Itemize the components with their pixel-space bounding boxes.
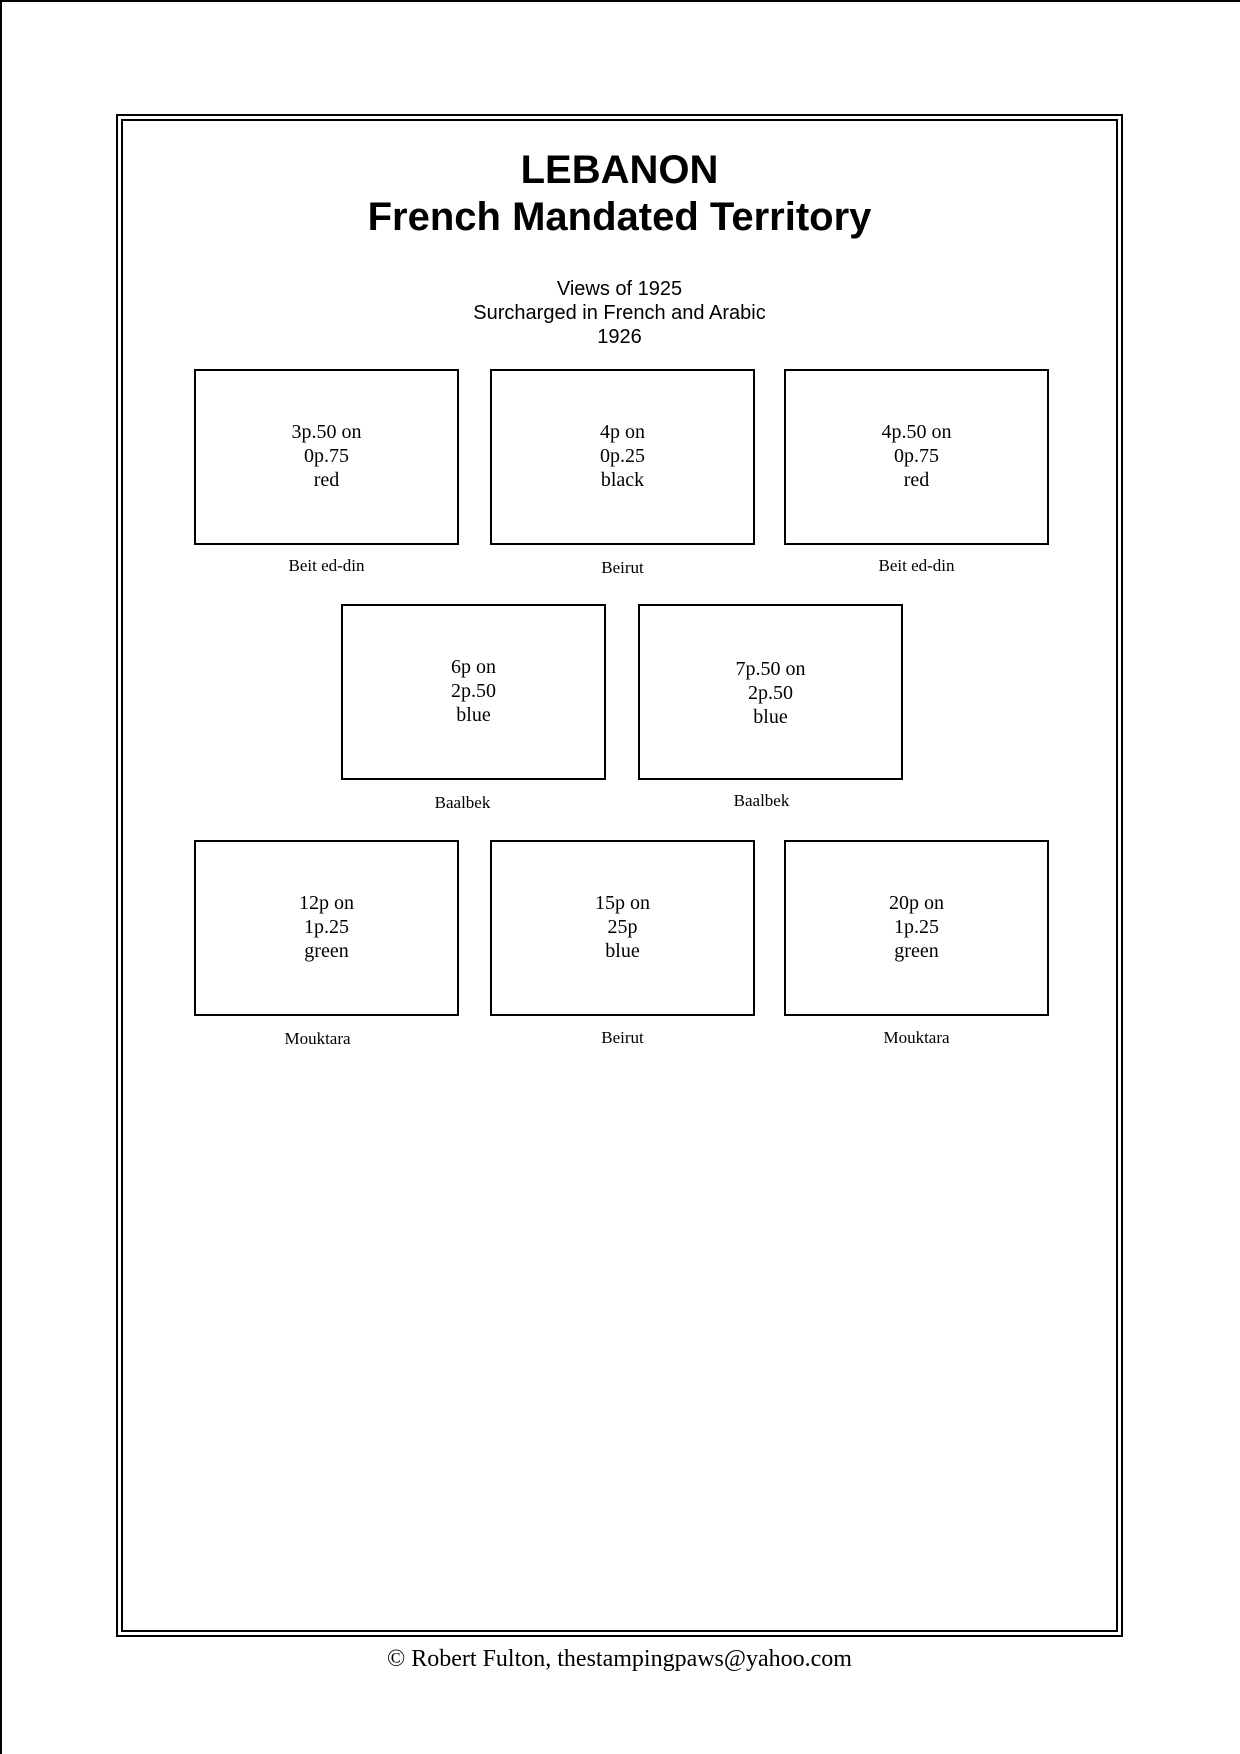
stamp-caption: Baalbek (733, 791, 790, 810)
stamp-space: 4p on 0p.25 black (490, 369, 755, 545)
stamp-value: 7p.50 on (735, 658, 806, 680)
stamp-value: 12p on (299, 892, 354, 914)
stamp-caption: Beirut (601, 558, 644, 577)
stamp-original-value: 2p.50 (451, 680, 496, 702)
stamp-original-value: 0p.75 (304, 445, 349, 467)
inner-border (121, 119, 1118, 1632)
stamp-value: 3p.50 on (291, 421, 362, 443)
copyright-footer: © Robert Fulton, thestampingpaws@yahoo.c… (387, 1646, 852, 1672)
page-title: LEBANON (520, 148, 719, 192)
stamp-caption: Beit ed-din (288, 556, 365, 575)
stamp-original-value: 25p (607, 916, 638, 938)
stamp-caption: Beirut (601, 1028, 644, 1047)
stamp-original-value: 0p.75 (894, 445, 939, 467)
stamp-space: 20p on 1p.25 green (784, 840, 1049, 1016)
stamp-color: blue (605, 940, 640, 962)
stamp-caption: Beit ed-din (878, 556, 955, 575)
stamp-space: 15p on 25p blue (490, 840, 755, 1016)
stamp-space: 12p on 1p.25 green (194, 840, 459, 1016)
stamp-original-value: 1p.25 (894, 916, 939, 938)
stamp-color: green (894, 940, 939, 962)
issue-year: 1926 (597, 326, 642, 348)
stamp-caption: Mouktara (284, 1029, 351, 1048)
outer-border (116, 114, 1123, 1637)
stamp-space: 3p.50 on 0p.75 red (194, 369, 459, 545)
stamp-value: 6p on (451, 656, 496, 678)
stamp-value: 20p on (889, 892, 944, 914)
stamp-space: 4p.50 on 0p.75 red (784, 369, 1049, 545)
stamp-value: 4p.50 on (881, 421, 952, 443)
stamp-space: 6p on 2p.50 blue (341, 604, 606, 780)
stamp-value: 4p on (600, 421, 645, 443)
stamp-space: 7p.50 on 2p.50 blue (638, 604, 903, 780)
stamp-caption: Mouktara (883, 1028, 950, 1047)
stamp-color: green (304, 940, 349, 962)
stamp-original-value: 2p.50 (748, 682, 793, 704)
stamp-color: black (600, 469, 645, 491)
issue-description: Views of 1925 (556, 278, 683, 300)
stamp-color: red (903, 469, 930, 491)
page-subtitle: French Mandated Territory (367, 195, 872, 239)
stamp-value: 15p on (595, 892, 650, 914)
stamp-color: red (313, 469, 340, 491)
issue-surcharge-note: Surcharged in French and Arabic (473, 302, 766, 324)
stamp-color: blue (753, 706, 788, 728)
stamp-color: blue (456, 704, 491, 726)
stamp-caption: Baalbek (434, 793, 491, 812)
stamp-original-value: 0p.25 (600, 445, 645, 467)
stamp-original-value: 1p.25 (304, 916, 349, 938)
